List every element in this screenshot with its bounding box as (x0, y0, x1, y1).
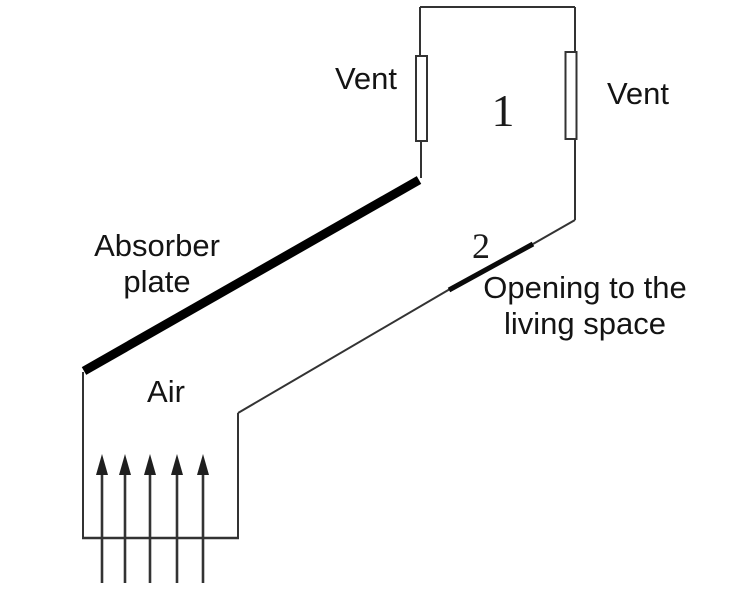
absorber-plate-label-line1: Absorber (94, 228, 220, 263)
opening-label-line2: living space (504, 306, 666, 341)
airflow-arrow (171, 454, 183, 583)
absorber-plate-label: Absorber plate (94, 228, 220, 300)
airflow-arrow (96, 454, 108, 583)
vent-right-rect (564, 51, 578, 140)
opening-to-living-space-label: Opening to the living space (483, 270, 686, 342)
vent-left-label: Vent (334, 61, 398, 96)
absorber-plate-label-line2: plate (123, 264, 191, 299)
vent-left-rect (415, 55, 428, 142)
airflow-arrow (197, 454, 209, 583)
channel-lower-diagonal (237, 288, 451, 414)
opening-upper-diagonal (532, 219, 576, 245)
air-label: Air (147, 374, 185, 409)
opening-door-segment (447, 241, 535, 293)
airflow-arrows (96, 454, 209, 583)
absorber-plate-line (81, 176, 422, 375)
vent-right-label: Vent (606, 76, 670, 111)
airflow-arrow (144, 454, 156, 583)
room-number-label: 1 (491, 85, 515, 136)
opening-number-label: 2 (472, 226, 490, 266)
opening-label-line1: Opening to the (483, 270, 687, 305)
airflow-arrow (119, 454, 131, 583)
